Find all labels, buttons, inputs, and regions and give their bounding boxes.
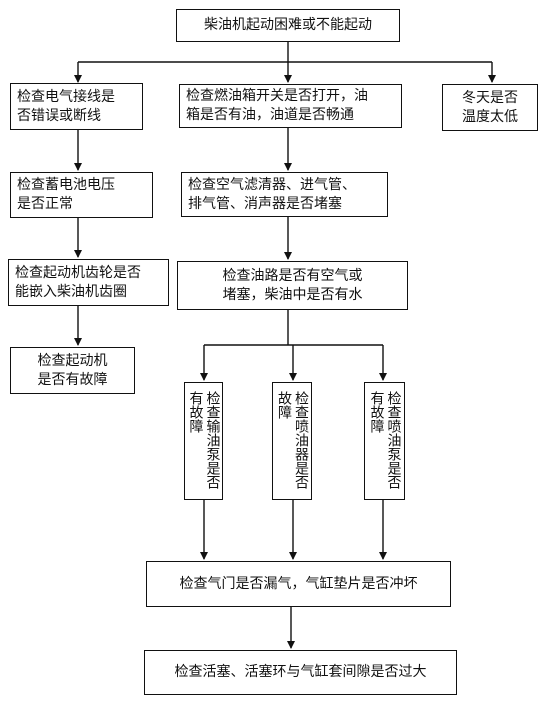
left-step-1-box: 检查电气接线是 否错误或断线 — [10, 83, 143, 130]
branch-3-box: 检查喷油泵是否有故障 — [364, 382, 405, 500]
branch-1-label: 检查输油泵是否有故障 — [187, 391, 221, 489]
middle-step-1-box: 检查燃油箱开关是否打开，油 箱是否有油，油道是否畅通 — [179, 84, 402, 128]
middle-step-1-label: 检查燃油箱开关是否打开，油 箱是否有油，油道是否畅通 — [186, 88, 368, 123]
branch-2-box: 检查喷油器是否故障 — [272, 382, 312, 500]
left-step-4-box: 检查起动机 是否有故障 — [10, 347, 135, 394]
start-label: 柴油机起动困难或不能起动 — [204, 17, 372, 33]
piston-check-box: 检查活塞、活塞环与气缸套间隙是否过大 — [144, 650, 457, 695]
branch-2-label: 检查喷油器是否故障 — [276, 391, 309, 489]
middle-step-3-box: 检查油路是否有空气或 堵塞，柴油中是否有水 — [177, 261, 408, 310]
left-step-2-label: 检查蓄电池电压 是否正常 — [17, 177, 115, 212]
middle-step-3-label: 检查油路是否有空气或 堵塞，柴油中是否有水 — [222, 267, 363, 303]
middle-step-2-label: 检查空气滤清器、进气管、 排气管、消声器是否堵塞 — [188, 176, 356, 212]
middle-step-2-box: 检查空气滤清器、进气管、 排气管、消声器是否堵塞 — [181, 172, 388, 217]
right-check-box: 冬天是否 温度太低 — [442, 84, 538, 131]
piston-check-label: 检查活塞、活塞环与气缸套间隙是否过大 — [174, 664, 427, 680]
right-check-label: 冬天是否 温度太低 — [462, 89, 518, 125]
left-step-1-label: 检查电气接线是 否错误或断线 — [17, 88, 115, 124]
branch-3-label: 检查喷油泵是否有故障 — [368, 391, 402, 489]
valve-check-label: 检查气门是否漏气，气缸垫片是否冲坏 — [179, 575, 418, 592]
valve-check-box: 检查气门是否漏气，气缸垫片是否冲坏 — [146, 561, 451, 607]
left-step-4-label: 检查起动机 是否有故障 — [37, 352, 108, 388]
left-step-3-box: 检查起动机齿轮是否 能嵌入柴油机齿圈 — [8, 259, 169, 306]
left-step-2-box: 检查蓄电池电压 是否正常 — [10, 172, 153, 218]
start-box: 柴油机起动困难或不能起动 — [176, 9, 400, 42]
branch-1-box: 检查输油泵是否有故障 — [184, 382, 223, 500]
left-step-3-label: 检查起动机齿轮是否 能嵌入柴油机齿圈 — [15, 264, 141, 300]
